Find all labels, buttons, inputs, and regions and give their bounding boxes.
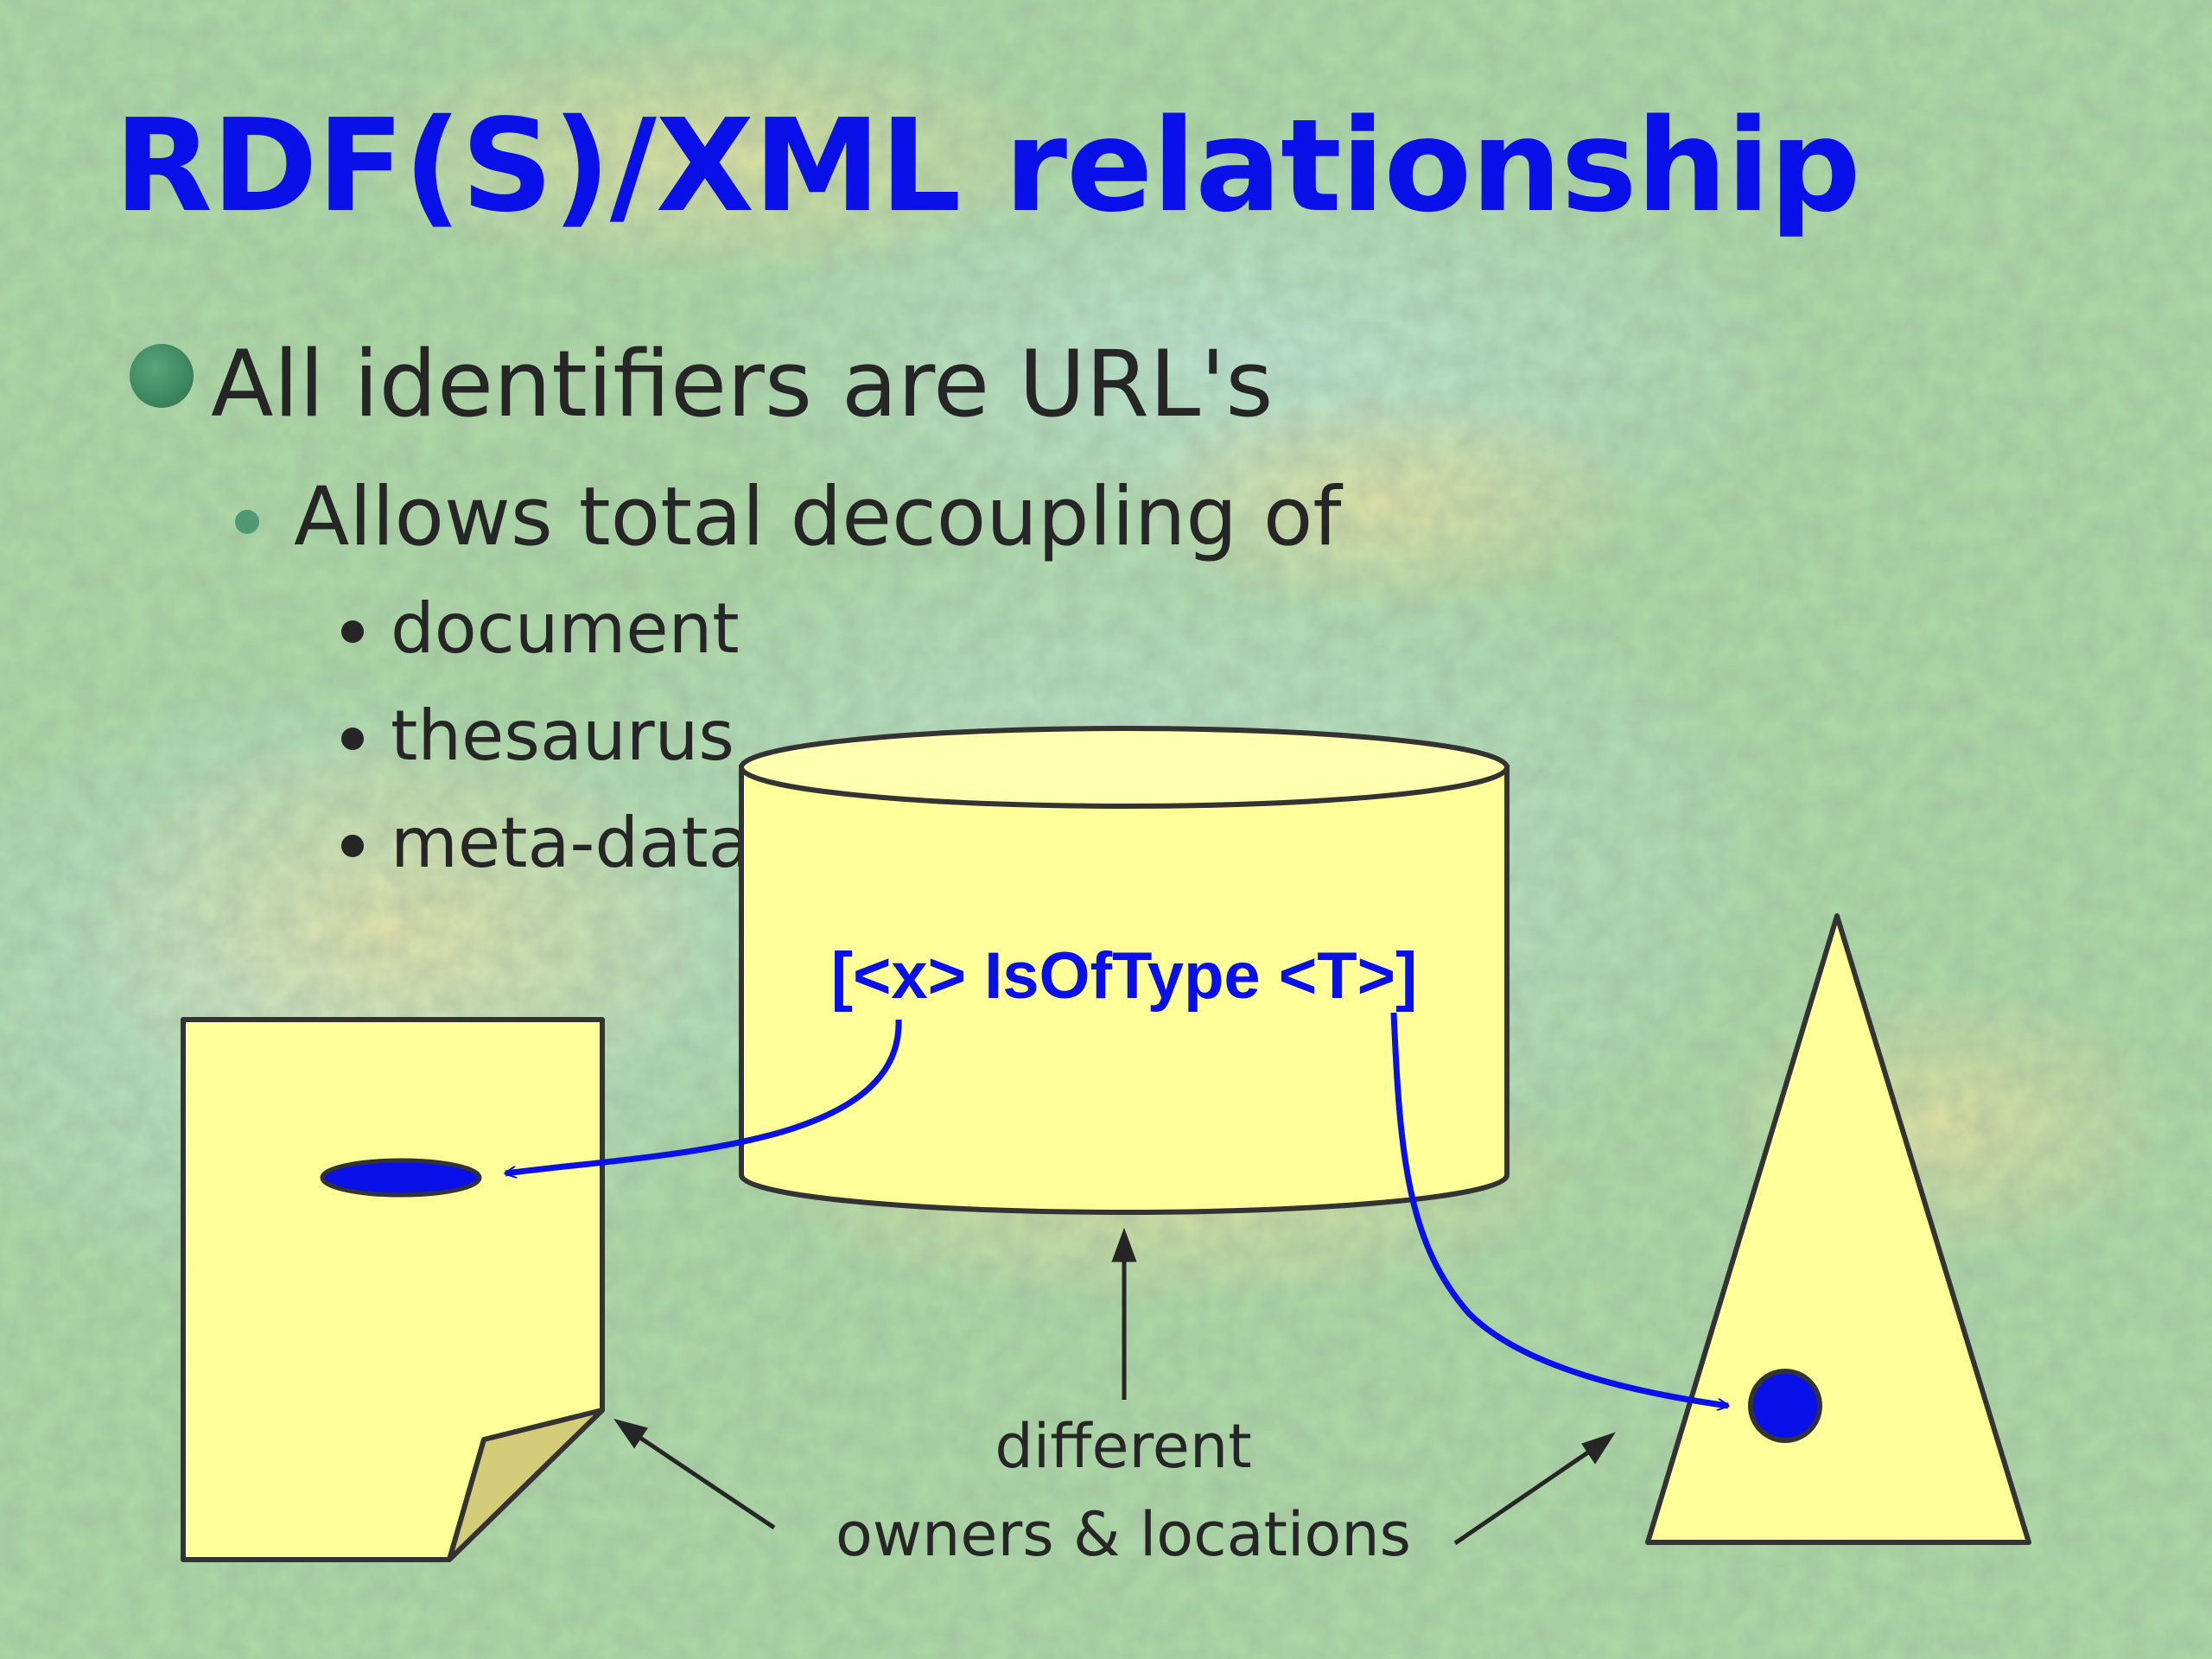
document-shape	[181, 1017, 605, 1562]
document-node-icon	[320, 1158, 482, 1198]
bullet-dot-icon	[341, 835, 364, 857]
bullet-text: Allows total decoupling of	[294, 470, 1342, 564]
thesaurus-node-icon	[1748, 1369, 1822, 1443]
bullet-dot-icon	[341, 620, 364, 643]
bullet-dot-icon	[235, 510, 259, 534]
bullet-dot-icon	[341, 728, 364, 750]
bullet-text: document	[391, 588, 740, 669]
link-arrow-t	[1390, 1012, 1728, 1406]
rdf-statement: [<x> IsOfType <T>]	[831, 939, 1418, 1013]
caption-line-1: different	[995, 1411, 1251, 1482]
thesaurus-triangle	[1645, 913, 2031, 1545]
bullet-text: All identifiers are URL's	[211, 331, 1274, 437]
slide-title: RDF(S)/XML relationship	[114, 92, 1861, 240]
bullet-text: meta-data	[391, 803, 751, 883]
arrow-to-document	[633, 1432, 776, 1530]
arrow-to-triangle	[1453, 1446, 1596, 1546]
pointer-arrows	[613, 1227, 1616, 1546]
caption-line-2: owners & locations	[836, 1499, 1411, 1570]
database-cylinder	[739, 726, 1510, 1215]
link-arrow-x	[505, 1019, 902, 1173]
bullet-dot-icon	[130, 344, 194, 408]
bullet-text: thesaurus	[391, 696, 734, 776]
